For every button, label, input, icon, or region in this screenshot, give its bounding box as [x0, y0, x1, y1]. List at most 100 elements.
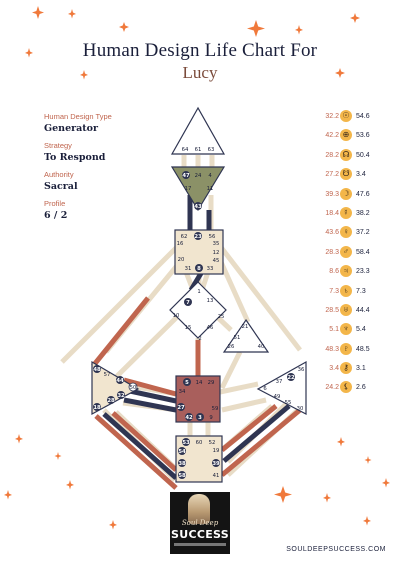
gate-label: 4: [208, 173, 212, 179]
gate-label: 6: [263, 386, 267, 392]
gate-label: 30: [297, 406, 304, 412]
spleen-center: 48 57 44 50 32 28 18: [91, 360, 140, 416]
personality-gate: 47.6: [356, 190, 370, 198]
sparkle-icon: [4, 490, 12, 500]
south-node-icon: ☋: [340, 168, 352, 181]
pluto-icon: ♇: [340, 342, 352, 355]
logo-text-script: Soul Deep: [181, 519, 219, 527]
gate-label: 24: [195, 173, 202, 179]
personality-gate: 50.4: [356, 151, 370, 159]
sun-icon: ☉: [340, 110, 352, 122]
design-gate: 48.3: [325, 345, 339, 353]
person-name: Lucy: [182, 63, 218, 82]
gate-label: 44: [116, 378, 124, 384]
planet-row: 3.4⚷3.1: [310, 360, 388, 379]
design-gate: 28.5: [325, 306, 339, 314]
uranus-icon: ♅: [340, 303, 352, 316]
sparkle-icon: [335, 68, 345, 78]
gate-label: 52: [209, 440, 216, 446]
gate-label: 40: [258, 344, 265, 350]
venus-icon: ♀: [340, 226, 352, 239]
gate-label: 23: [194, 234, 202, 240]
gate-label: 16: [177, 241, 184, 247]
gate-label: 32: [117, 393, 125, 399]
personality-gate: 54.6: [356, 113, 370, 120]
sparkle-icon: [350, 13, 360, 23]
info-label: Human Design Type: [44, 112, 112, 121]
personality-gate: 53.6: [356, 132, 370, 140]
gate-label: 43: [194, 204, 202, 210]
gate-label: 22: [287, 375, 295, 381]
personality-gate: 58.4: [356, 248, 370, 256]
gate-label: 14: [196, 380, 203, 386]
gate-label: 62: [181, 234, 188, 240]
gate-label: 13: [207, 298, 214, 304]
north-node-icon: ☊: [340, 148, 352, 161]
planet-row: 28.2☊50.4: [310, 147, 388, 166]
g-center: 1 7 13 10 25 15 46 2: [169, 281, 227, 342]
info-value: Sacral: [44, 181, 78, 192]
planet-row: 43.6♀ 37.2: [310, 224, 388, 243]
gate-label: 11: [207, 186, 214, 192]
gate-label: 21: [242, 324, 249, 330]
planet-row: 5.1♆5.4: [310, 321, 388, 340]
sparkle-icon: [295, 25, 303, 35]
gate-label: 54: [178, 449, 186, 455]
design-gate: 43.6: [325, 229, 339, 237]
design-gate: 8.6: [329, 268, 339, 276]
gate-label: 63: [208, 147, 215, 153]
personality-gate: 37.2: [356, 229, 370, 237]
design-gate: 7.3: [329, 287, 339, 295]
gate-label: 36: [298, 367, 305, 373]
planet-row: 27.2☋3.4: [310, 166, 388, 185]
personality-gate: 7.3: [356, 287, 366, 295]
gate-label: 18: [93, 405, 101, 411]
brand-logo: Soul Deep SUCCESS: [170, 492, 230, 554]
sparkle-icon: [364, 456, 372, 464]
planet-row: 32.2☉54.6: [310, 108, 388, 127]
gate-label: 46: [207, 325, 214, 331]
sparkle-icon: [247, 20, 265, 37]
gate-label: 50: [130, 385, 137, 391]
head-center: 64 61 63: [170, 106, 226, 155]
sacral-center: 5 14 29 34 27 59 42 3 9: [175, 375, 221, 423]
sparkle-icon: [363, 516, 371, 526]
planet-row: 24.2⚸2.6: [310, 379, 388, 398]
logo-tagline-bar: [174, 543, 226, 546]
portrait-photo: [188, 494, 210, 524]
lilith-icon: ⚸: [340, 381, 352, 394]
personality-gate: 5.4: [356, 326, 366, 334]
sparkle-icon: [54, 452, 62, 460]
planet-row: 8.6♃23.3: [310, 263, 388, 282]
gate-label: 28: [107, 398, 115, 404]
website-url[interactable]: SOULDEEPSUCCESS.COM: [286, 546, 386, 553]
gate-label: 19: [213, 448, 220, 454]
gate-label: 61: [195, 147, 202, 153]
gate-label: 1: [197, 289, 200, 295]
gate-label: 29: [208, 380, 215, 386]
info-type: Human Design Type Generator: [44, 112, 112, 134]
gate-label: 58: [178, 473, 186, 479]
gate-label: 45: [213, 258, 220, 264]
ajna-center: 47 24 4 17 11 43: [170, 166, 226, 212]
chiron-icon: ⚷: [340, 362, 352, 375]
sparkle-icon: [32, 6, 44, 19]
gate-label: 17: [185, 186, 192, 192]
info-strategy: Strategy To Respond: [44, 141, 105, 163]
mars-icon: ♂: [340, 245, 352, 258]
info-value: 6 / 2: [44, 210, 68, 221]
gate-label: 35: [213, 241, 220, 247]
personality-gate: 3.4: [356, 171, 366, 179]
planet-row: 28.5♅44.4: [310, 302, 388, 321]
gate-label: 42: [185, 415, 193, 421]
gate-label: 39: [212, 461, 220, 467]
gate-label: 64: [182, 147, 189, 153]
moon-icon: ☽: [340, 187, 352, 200]
personality-gate: 3.1: [356, 365, 366, 373]
personality-gate: 48.5: [356, 345, 370, 353]
info-value: To Respond: [44, 152, 106, 163]
gate-label: 37: [276, 379, 283, 385]
throat-center: 62 23 56 16 35 12 20 45 31 8 33: [174, 229, 224, 275]
info-value: Generator: [44, 123, 98, 134]
